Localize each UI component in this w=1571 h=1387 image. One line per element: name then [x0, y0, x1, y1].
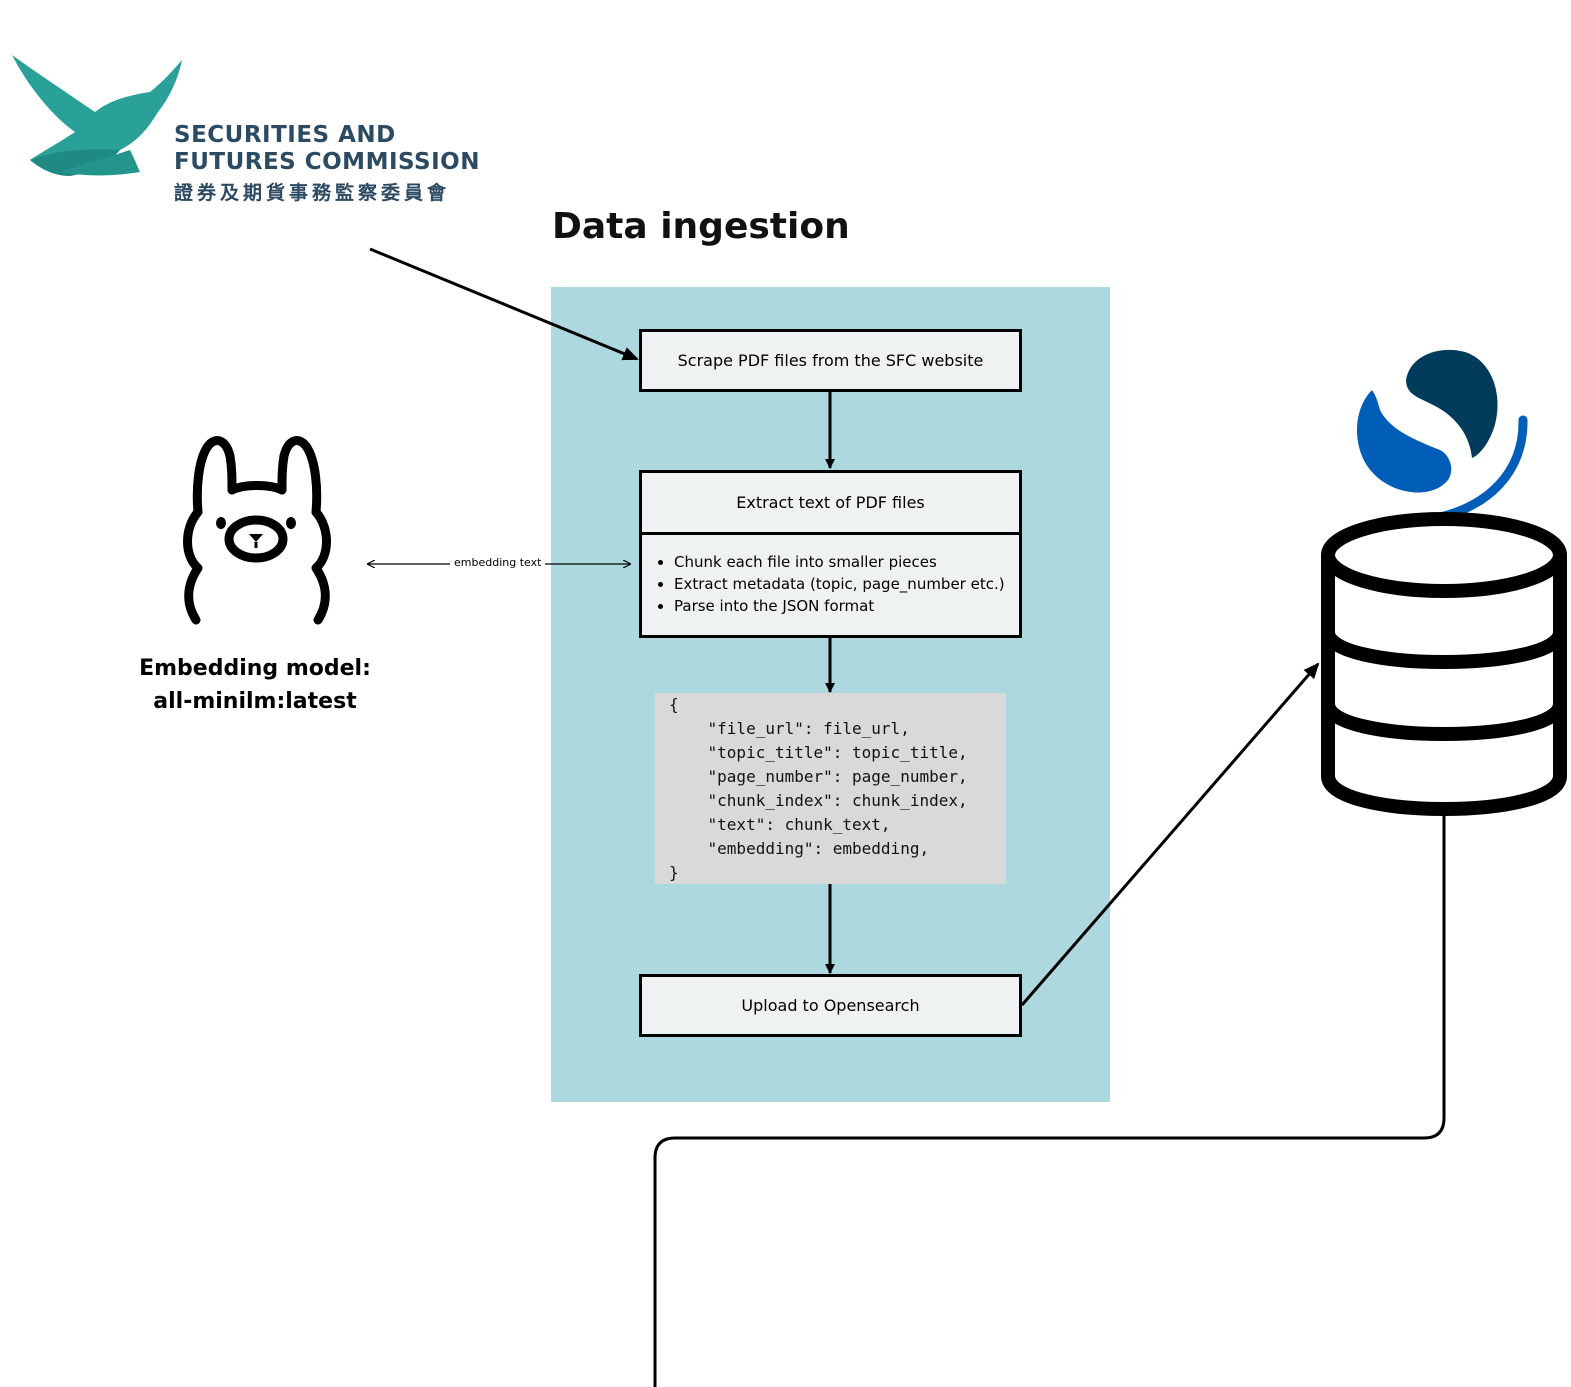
code-line: { — [669, 695, 679, 714]
extract-step-box: Extract text of PDF files Chunk each fil… — [639, 470, 1022, 638]
scrape-step-label: Scrape PDF files from the SFC website — [677, 351, 984, 370]
db-output-connector — [653, 815, 1446, 1387]
substep-metadata: Extract metadata (topic, page_number etc… — [674, 573, 1019, 595]
upload-step-label: Upload to Opensearch — [741, 996, 920, 1015]
upload-step-box: Upload to Opensearch — [639, 974, 1022, 1037]
scrape-step-box: Scrape PDF files from the SFC website — [639, 329, 1022, 392]
code-line: "topic_title": topic_title, — [669, 743, 968, 762]
database-icon — [1321, 512, 1567, 816]
json-schema-block: { "file_url": file_url, "topic_title": t… — [655, 693, 1006, 884]
substep-chunk: Chunk each file into smaller pieces — [674, 551, 1019, 573]
llama-icon — [183, 436, 331, 625]
extract-substeps-list: Chunk each file into smaller pieces Extr… — [642, 535, 1019, 617]
upload-to-db-arrow — [1020, 662, 1320, 1006]
embedding-model-caption: Embedding model: all-minilm:latest — [120, 652, 390, 718]
substep-json: Parse into the JSON format — [674, 595, 1019, 617]
code-line: "file_url": file_url, — [669, 719, 910, 738]
extract-step-label: Extract text of PDF files — [736, 493, 925, 512]
code-line: "chunk_index": chunk_index, — [669, 791, 968, 810]
code-line: "text": chunk_text, — [669, 815, 891, 834]
embedding-edge-label: embedding text — [450, 556, 546, 569]
sfc-logo-line1: SECURITIES AND — [174, 122, 396, 148]
model-caption-line1: Embedding model: — [139, 656, 371, 681]
code-line: "page_number": page_number, — [669, 767, 968, 786]
section-title: Data ingestion — [552, 206, 850, 247]
code-line: "embedding": embedding, — [669, 839, 930, 858]
opensearch-logo-icon — [1357, 349, 1528, 525]
sfc-logo-line2: FUTURES COMMISSION — [174, 149, 480, 175]
code-line: } — [669, 863, 679, 882]
model-caption-line2: all-minilm:latest — [153, 689, 357, 714]
logo-to-scrape-arrow — [369, 247, 639, 361]
llama-face-details — [216, 517, 296, 548]
sfc-logo-chinese: 證券及期貨事務監察委員會 — [174, 182, 451, 204]
extract-step-header: Extract text of PDF files — [642, 473, 1019, 535]
sfc-eagle-icon — [12, 55, 182, 176]
